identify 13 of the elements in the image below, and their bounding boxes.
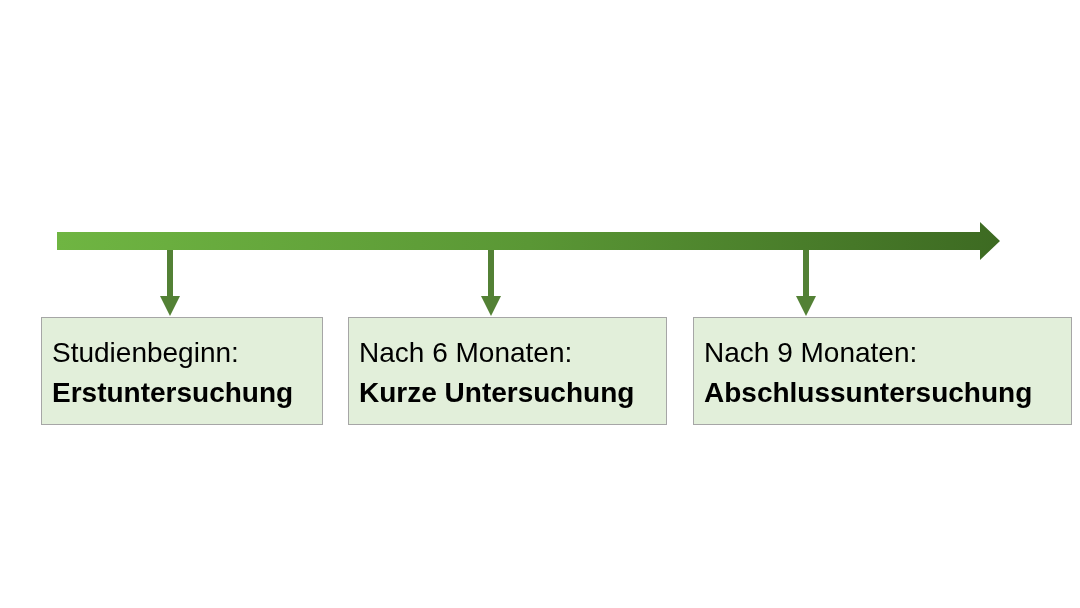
arrow [160,250,180,316]
examination-label: Erstuntersuchung [52,376,294,410]
arrow [481,250,501,316]
examination-label: Abschlussuntersuchung [704,376,1033,410]
time-point-label: Nach 9 Monaten: [704,336,918,370]
milestone-box [693,317,1072,425]
examination-label: Kurze Untersuchung [359,376,635,410]
time-point-label: Studienbeginn: [52,336,239,370]
milestone-box [348,317,667,425]
milestone-box [41,317,323,425]
time-point-label: Nach 6 Monaten: [359,336,573,370]
timeline-arrow [57,222,1000,260]
arrow [796,250,816,316]
